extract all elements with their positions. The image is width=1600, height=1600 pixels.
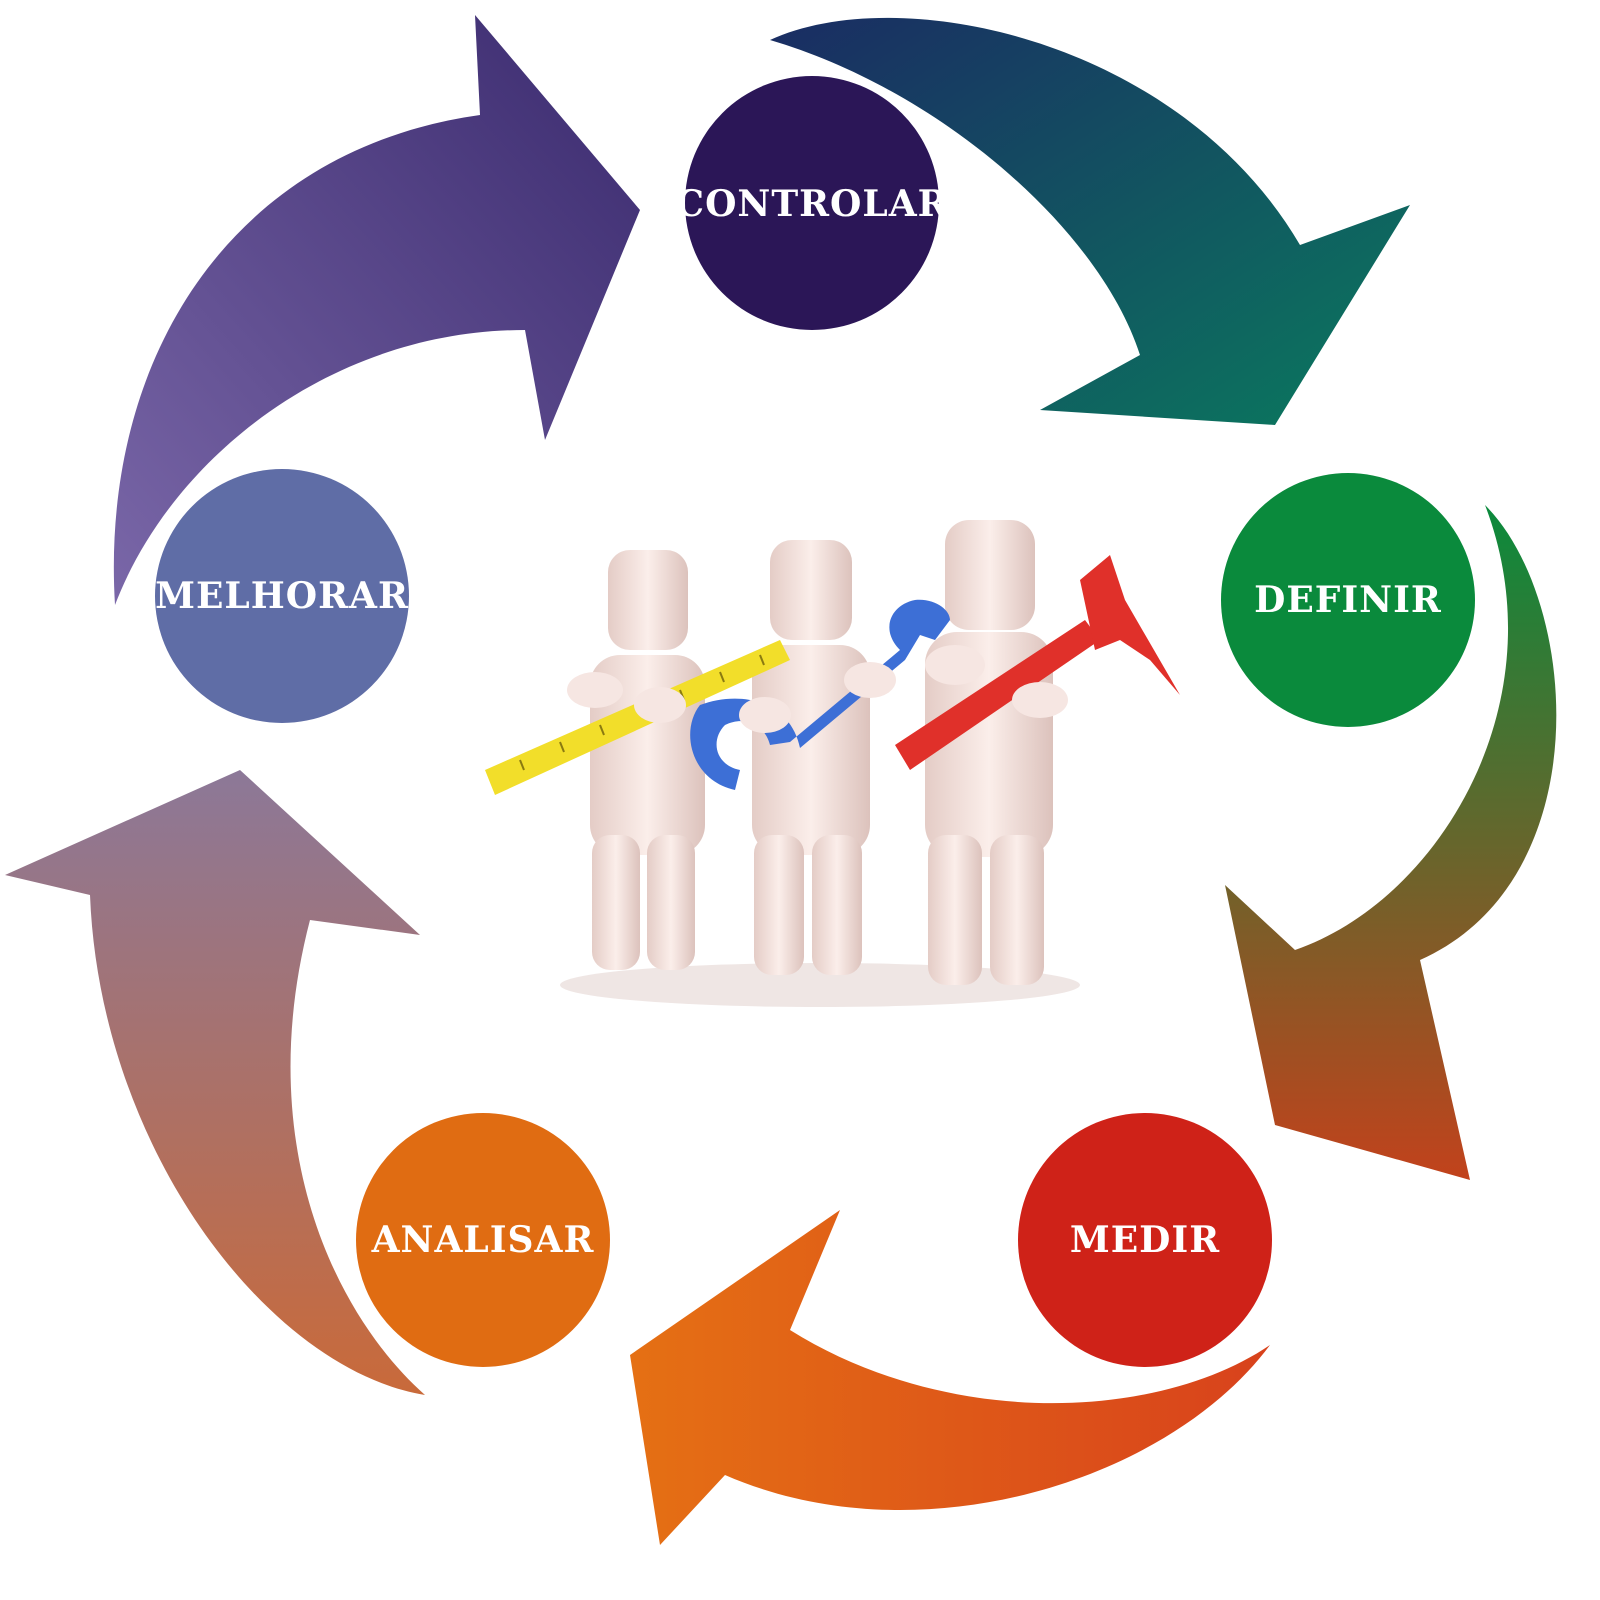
stage-label-controlar: CONTROLAR [675,183,948,225]
figure-right [925,520,1053,985]
hammer-icon [895,555,1180,770]
stage-medir: MEDIR [1018,1113,1272,1367]
arrow-analisar-to-melhorar [5,770,425,1395]
arrow-definir-to-medir [1225,505,1557,1180]
stage-label-analisar: ANALISAR [371,1219,595,1261]
wrench-icon [690,599,950,790]
stage-nodes: CONTROLAR DEFINIR MEDIR ANALISAR MELHORA… [155,76,1475,1367]
stage-melhorar: MELHORAR [155,469,409,723]
stage-analisar: ANALISAR [356,1113,610,1367]
figure-hands [567,645,1068,733]
figure-left [590,550,705,970]
arrow-melhorar-to-controlar [113,15,641,605]
stage-label-definir: DEFINIR [1254,579,1442,621]
arrows [5,15,1557,1545]
stage-definir: DEFINIR [1221,473,1475,727]
arrow-medir-to-analisar [630,1210,1270,1545]
figure-middle [752,540,870,975]
team-with-tools-icon [485,520,1180,1007]
stage-label-medir: MEDIR [1070,1219,1220,1261]
arrow-controlar-to-definir [770,17,1410,425]
stage-controlar: CONTROLAR [675,76,948,330]
stage-label-melhorar: MELHORAR [155,575,409,617]
